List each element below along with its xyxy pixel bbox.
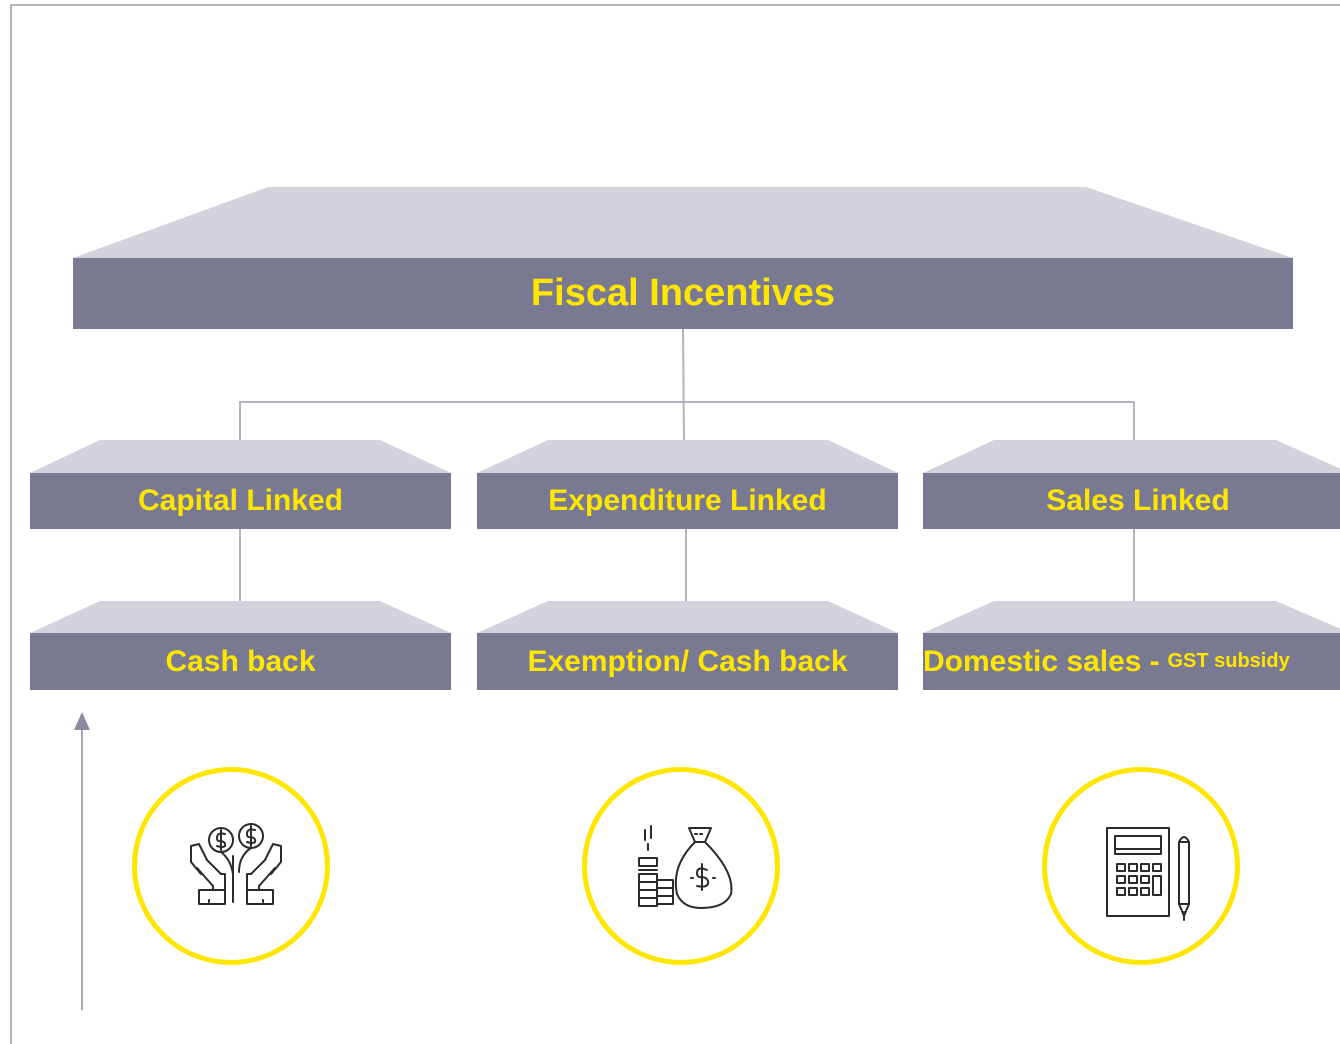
sales-icon-circle: [1042, 767, 1240, 965]
child-node-domestic-sales: Domestic sales - GST subsidy: [923, 633, 1340, 690]
child-c-top: [923, 601, 1340, 633]
child-node-cash-back: Cash back: [30, 633, 451, 690]
category-label: Expenditure Linked: [548, 484, 827, 517]
expenditure-icon-circle: [582, 767, 780, 965]
category-node-capital-linked: Capital Linked: [30, 473, 451, 529]
child-b-top: [477, 601, 898, 633]
child-label: Cash back: [165, 644, 316, 678]
child-label: Domestic sales: [923, 644, 1142, 678]
calculator-pencil-icon: [1106, 827, 1190, 921]
connector-lines: [239, 328, 1135, 601]
root-node-label: Fiscal Incentives: [530, 272, 836, 314]
cat-a-top: [30, 440, 451, 473]
child-a-top: [30, 601, 451, 633]
capital-icon-circle: [132, 767, 330, 965]
hands-coins-icon: [190, 823, 282, 905]
slide-frame: [10, 4, 1340, 1044]
category-node-expenditure-linked: Expenditure Linked: [477, 473, 898, 529]
category-label: Capital Linked: [137, 484, 344, 517]
cat-b-top: [477, 440, 898, 473]
category-node-sales-linked: Sales Linked: [923, 473, 1340, 529]
child-detail: GST subsidy: [1167, 650, 1290, 672]
up-arrow: [74, 712, 90, 1010]
child-label: Exemption/ Cash back: [527, 644, 848, 678]
money-bag-coins-icon: [638, 825, 733, 909]
category-label: Sales Linked: [1046, 484, 1230, 517]
child-node-exemption-cash-back: Exemption/ Cash back: [477, 633, 898, 690]
cat-c-top: [923, 440, 1340, 473]
child-separator: -: [1149, 644, 1160, 678]
root-bar-top: [73, 187, 1293, 258]
root-node-fiscal-incentives: Fiscal Incentives: [73, 258, 1293, 329]
